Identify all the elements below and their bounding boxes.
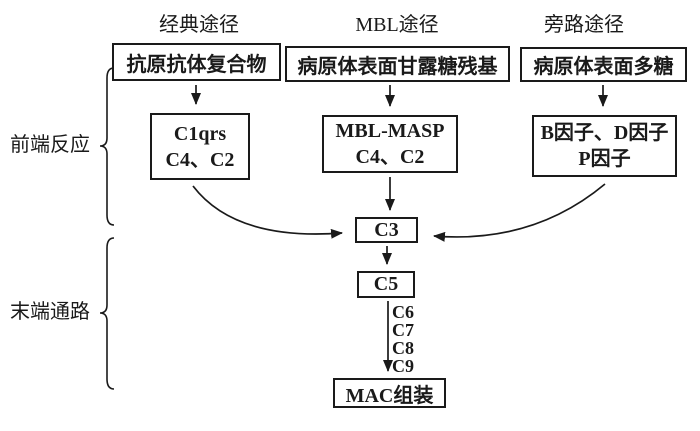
terminal-brace bbox=[99, 237, 115, 390]
box-mbl-components-line1: MBL-MASP bbox=[335, 120, 445, 142]
box-c3: C3 bbox=[355, 217, 418, 243]
box-mbl-trigger-label: 病原体表面甘露糖残基 bbox=[297, 55, 498, 78]
box-c5-label: C5 bbox=[373, 273, 399, 295]
box-alternative-factors: B因子、D因子 P因子 bbox=[532, 115, 677, 177]
header-mbl-pathway: MBL途径 bbox=[355, 14, 439, 36]
box-classical-trigger: 抗原抗体复合物 bbox=[112, 43, 281, 81]
box-alternative-factors-line2: P因子 bbox=[578, 148, 631, 170]
stage-label-front-end: 前端反应 bbox=[10, 134, 90, 156]
arrow-classical-to-c3 bbox=[192, 185, 343, 239]
box-classical-trigger-label: 抗原抗体复合物 bbox=[126, 53, 267, 76]
arrow-alternative-to-c3 bbox=[433, 183, 606, 242]
cascade-labels: C6 C7 C8 C9 bbox=[392, 303, 414, 375]
header-classical-pathway: 经典途径 bbox=[159, 14, 239, 36]
box-mbl-components-line2: C4、C2 bbox=[355, 146, 425, 168]
box-mac-assembly-label: MAC组装 bbox=[345, 384, 434, 407]
cascade-label-c7: C7 bbox=[392, 320, 414, 340]
box-mac-assembly: MAC组装 bbox=[333, 378, 446, 408]
front-end-brace bbox=[99, 67, 115, 226]
box-c5: C5 bbox=[357, 271, 415, 298]
box-classical-components-line1: C1qrs bbox=[173, 122, 227, 145]
cascade-label-c8: C8 bbox=[392, 338, 414, 358]
box-alternative-factors-line1: B因子、D因子 bbox=[540, 122, 669, 144]
box-classical-components: C1qrs C4、C2 bbox=[150, 113, 250, 180]
box-mbl-trigger: 病原体表面甘露糖残基 bbox=[285, 46, 510, 82]
header-alternative-pathway: 旁路途径 bbox=[544, 14, 624, 36]
box-c3-label: C3 bbox=[374, 218, 399, 241]
stage-label-terminal: 末端通路 bbox=[10, 301, 90, 323]
cascade-label-c9: C9 bbox=[392, 356, 414, 376]
box-mbl-components: MBL-MASP C4、C2 bbox=[322, 115, 458, 173]
box-alternative-trigger-label: 病原体表面多糖 bbox=[533, 56, 674, 78]
box-classical-components-line2: C4、C2 bbox=[165, 148, 235, 171]
cascade-label-c6: C6 bbox=[392, 302, 414, 322]
box-alternative-trigger: 病原体表面多糖 bbox=[520, 47, 687, 82]
